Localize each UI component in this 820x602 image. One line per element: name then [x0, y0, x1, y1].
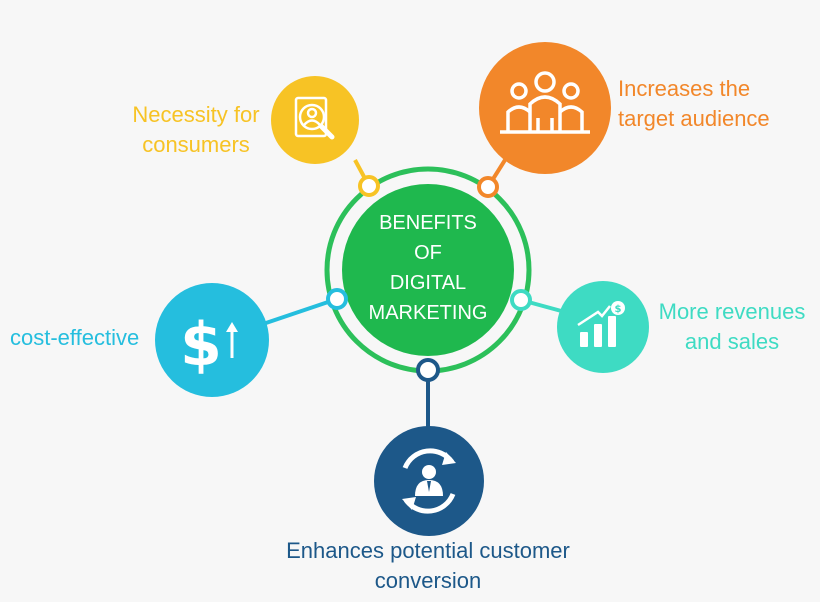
- node-conversion: [416, 358, 440, 382]
- central-hub: [324, 166, 532, 374]
- magnifier-person-icon: [294, 96, 335, 140]
- hub-circle: [342, 184, 514, 356]
- benefit-necessity: [271, 76, 359, 164]
- label-line: Increases the: [618, 76, 751, 101]
- hub-title-line: MARKETING: [368, 302, 488, 324]
- benefit-audience: [479, 42, 611, 174]
- node-audience: [477, 176, 499, 198]
- connector-nodes: [326, 175, 532, 382]
- cost-circle: [155, 283, 269, 397]
- benefit-cost: $: [155, 283, 269, 397]
- hub-title-line: BENEFITS: [379, 212, 477, 234]
- label-line: and sales: [684, 329, 780, 354]
- svg-text:$: $: [180, 310, 222, 380]
- connector-cost: [259, 297, 338, 327]
- svg-text:$: $: [615, 304, 622, 315]
- label-line: consumers: [142, 132, 250, 157]
- label-line: target audience: [618, 106, 770, 131]
- audience-circle: [479, 42, 611, 174]
- label-necessity: Necessity for consumers: [128, 100, 264, 160]
- label-line: cost-effective: [10, 325, 140, 350]
- dollar-up-icon: $: [180, 310, 238, 380]
- label-line: Enhances potential customer: [286, 538, 570, 563]
- label-line: Necessity for: [132, 102, 260, 127]
- label-line: More revenues: [658, 299, 806, 324]
- label-line: conversion: [374, 568, 482, 593]
- growth-chart-icon: $: [577, 301, 625, 347]
- hub-title: BENEFITS OF DIGITAL MARKETING: [343, 208, 513, 328]
- hub-title-line: OF: [414, 242, 442, 264]
- benefit-revenue: $: [557, 281, 649, 373]
- node-revenue: [510, 289, 532, 311]
- label-audience: Increases the target audience: [618, 74, 770, 134]
- hub-title-line: DIGITAL: [389, 272, 467, 294]
- benefit-conversion: [374, 426, 484, 536]
- node-necessity: [358, 175, 380, 197]
- revenue-circle: [557, 281, 649, 373]
- node-cost: [326, 288, 348, 310]
- audience-group-icon: [500, 71, 590, 134]
- person-refresh-icon: [402, 448, 456, 514]
- label-revenue: More revenues and sales: [652, 297, 812, 357]
- label-cost: cost-effective: [10, 323, 139, 353]
- label-conversion: Enhances potential customer conversion: [270, 536, 586, 596]
